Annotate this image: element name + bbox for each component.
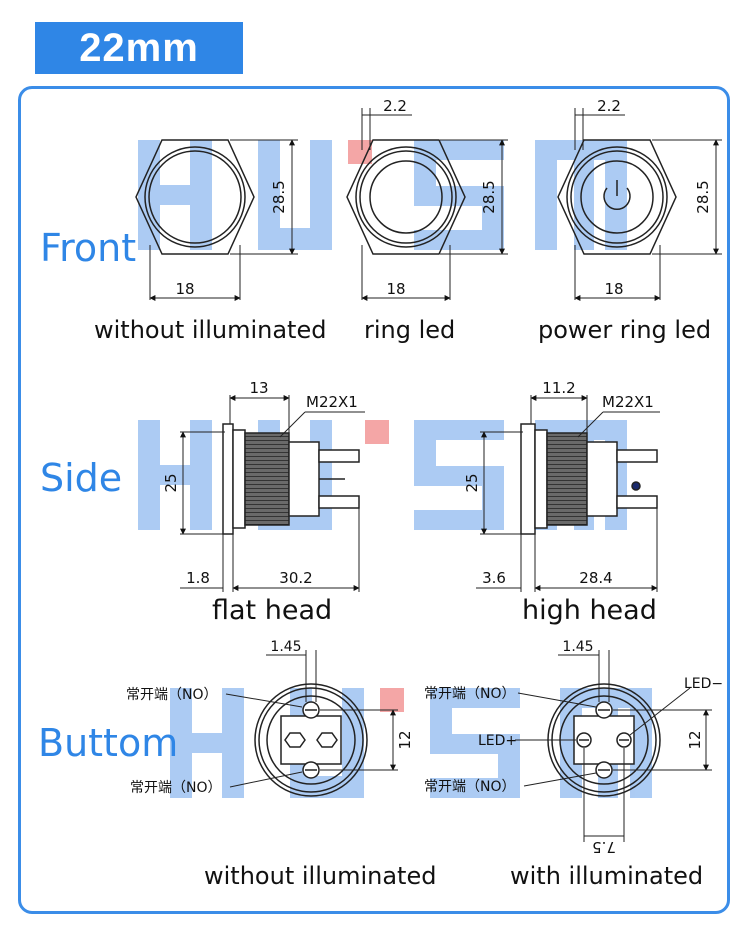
bottom-view-without-illuminated: [254, 683, 368, 797]
watermark-dot: [348, 140, 372, 164]
flat-head-thickness-label: 1.8: [186, 569, 210, 587]
caption-flat-head: flat head: [212, 595, 333, 626]
side-view-flat-head: [222, 423, 360, 535]
bottom-2-dimensions: [515, 650, 712, 842]
bottom-2-terminal-top-label: 常开端（NO）: [424, 686, 516, 702]
flat-body-length-label: 30.2: [279, 569, 312, 587]
bottom-1-span-label: 12: [396, 730, 414, 749]
watermark-dot: [365, 420, 389, 444]
high-height-label: 25: [463, 473, 481, 492]
bottom-1-terminal-bottom-label: 常开端（NO）: [130, 780, 222, 796]
flat-thread-label: M22X1: [306, 393, 358, 411]
caption-bottom-without-illuminated: without illuminated: [204, 862, 437, 890]
front-view-power-ring-led: [557, 139, 677, 255]
high-head-thickness-label: 3.6: [482, 569, 506, 587]
row-label-front: Front: [40, 226, 137, 270]
bottom-1-dimensions: [225, 650, 398, 788]
caption-front-without-illuminated: without illuminated: [94, 316, 327, 344]
side-2-dimensions: [476, 395, 660, 592]
high-thread-label: M22X1: [602, 393, 654, 411]
front-view-ring-led: [346, 139, 466, 255]
front-2-height-label: 28.5: [480, 180, 498, 213]
caption-bottom-with-illuminated: with illuminated: [510, 862, 704, 890]
row-label-side: Side: [40, 456, 123, 500]
front-1-height-label: 28.5: [270, 180, 288, 213]
front-3-offset-label: 2.2: [597, 97, 621, 115]
watermark-dot: [380, 688, 404, 712]
front-2-dimensions: [361, 108, 508, 301]
front-1-width-label: 18: [175, 280, 194, 298]
flat-height-label: 25: [162, 473, 180, 492]
watermark-row-1: [138, 140, 627, 250]
drawing-panel: [18, 86, 730, 914]
caption-high-head: high head: [522, 595, 657, 626]
front-2-width-label: 18: [386, 280, 405, 298]
high-head-length-label: 11.2: [542, 379, 575, 397]
high-body-length-label: 28.4: [579, 569, 612, 587]
bottom-2-terminal-bottom-label: 常开端（NO）: [424, 779, 516, 795]
front-2-offset-label: 2.2: [383, 97, 407, 115]
front-3-dimensions: [574, 108, 722, 301]
bottom-1-terminal-top-label: 常开端（NO）: [126, 687, 218, 703]
bottom-2-span-label: 12: [686, 730, 704, 749]
front-3-height-label: 28.5: [694, 180, 712, 213]
front-3-width-label: 18: [604, 280, 623, 298]
caption-front-ring-led: ring led: [364, 316, 456, 344]
bottom-2-pitch-label: 7.5: [592, 838, 616, 856]
bottom-1-pin-gap-label: 1.45: [270, 639, 301, 655]
front-view-without-illuminated: [135, 139, 255, 255]
bottom-2-pin-gap-label: 1.45: [562, 639, 593, 655]
bottom-2-led-plus-label: LED+: [478, 733, 517, 749]
caption-front-power-ring-led: power ring led: [538, 316, 712, 344]
size-badge: 22mm: [35, 22, 243, 74]
front-1-dimensions: [149, 139, 298, 301]
flat-head-length-label: 13: [249, 379, 268, 397]
bottom-2-led-minus-label: LED−: [684, 676, 723, 692]
row-label-bottom: Buttom: [38, 721, 179, 765]
side-1-dimensions: [180, 395, 365, 592]
side-view-high-head: [520, 423, 658, 535]
